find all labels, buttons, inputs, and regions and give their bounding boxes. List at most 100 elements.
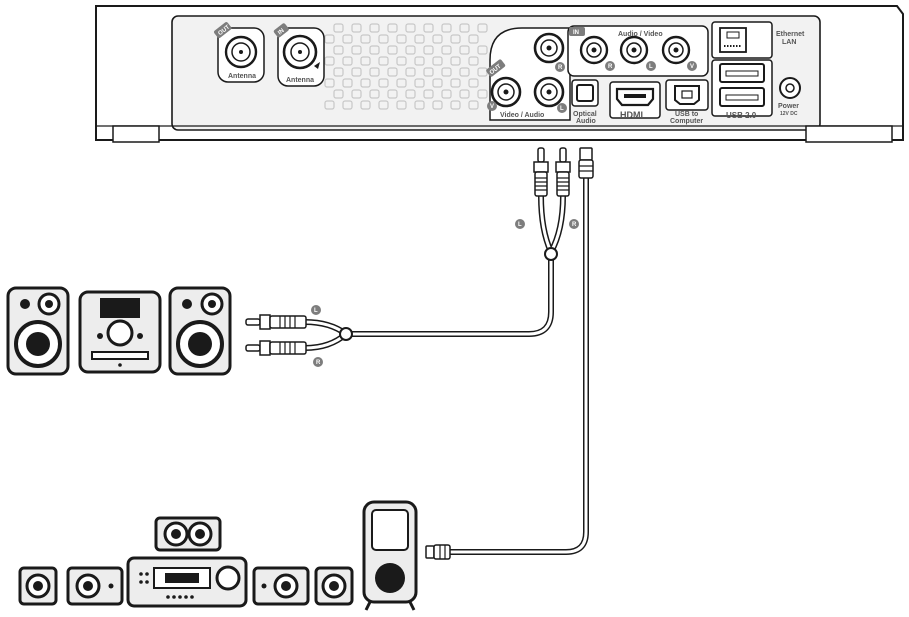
vent-slot [441,67,452,77]
vent-slot [441,23,452,33]
vent-slot [342,56,353,66]
vent-slot [432,78,443,88]
av-in-l-letter: L [649,64,653,70]
vent-slot [468,78,479,88]
av-out-left-jack [533,76,565,108]
vent-slot [396,100,407,110]
vent-slot [405,45,416,55]
top-right-plug-letter: R [572,222,577,228]
av-in-video-jack [661,35,691,65]
vent-slot [468,100,479,110]
vent-slot [468,34,479,44]
vent-slot [360,34,371,44]
vent-slot [432,100,443,110]
ethernet-port: Ethernet LAN [711,21,805,59]
vent-slot [450,100,461,110]
antenna-out-label: Antenna [228,73,256,80]
subwoofer [362,500,418,611]
rca-plug-left-top: L [245,305,321,330]
av-in-label: Audio / Video [618,31,663,38]
box-foot-right [805,125,893,143]
vent-slot [405,67,416,77]
vent-slot [324,34,335,44]
antenna-out-port: OUT Antenna [214,22,265,83]
vent-slot [387,45,398,55]
vent-slot [333,89,344,99]
stereo-system [6,286,232,376]
av-out-l-letter: L [560,106,564,112]
vent-slot [369,45,380,55]
surround-speaker-far-left [18,566,58,606]
optical-plug-bottom [425,544,451,560]
center-speaker [154,516,222,552]
vent-slot [342,100,353,110]
rca-plug-top-left: L [515,147,549,229]
vent-slot [324,100,335,110]
vent-slot [378,56,389,66]
power-port: Power 12V DC [778,77,801,117]
vent-slot [378,34,389,44]
surround-speaker-far-right [314,566,354,606]
vent-slot [351,45,362,55]
vent-slot [405,89,416,99]
antenna-symbol-icon [314,62,320,69]
optical-label-line1: Optical [573,111,597,118]
vent-slot [441,89,452,99]
cables [302,173,589,555]
vent-slot [423,23,434,33]
av-in-r-letter: R [608,64,613,70]
vent-slot [459,89,470,99]
av-out-ports: OUT V R L Video / Audio [486,27,571,121]
hdmi-label: HDMI [620,110,643,120]
vent-slot [423,67,434,77]
vent-slot [387,67,398,77]
vent-slot [387,23,398,33]
av-out-label: Video / Audio [500,112,544,119]
usb-computer-label-line1: USB to [675,111,698,118]
vent-slot [468,56,479,66]
av-in-right-jack [579,35,609,65]
cable-splitter-top [544,247,558,261]
usb-computer-label-line2: Computer [670,118,703,125]
vent-slot [414,78,425,88]
ethernet-label-line2: LAN [782,39,796,46]
vent-slot [378,100,389,110]
av-in-left-jack [619,35,649,65]
usb-computer-port: USB to Computer [665,79,709,125]
vent-slot [351,23,362,33]
optical-audio-port: Optical Audio [571,79,599,125]
cable-splitter-left [339,327,353,341]
ventilation-grille [324,23,488,110]
vent-slot [396,34,407,44]
av-receiver [126,556,248,608]
optical-cable [437,173,589,555]
ethernet-label-line1: Ethernet [776,31,805,38]
vent-slot [324,78,335,88]
vent-slot [324,56,335,66]
vent-slot [351,67,362,77]
vent-slot [459,23,470,33]
optical-label-line2: Audio [576,118,596,125]
av-out-r-letter: R [558,65,563,71]
vent-slot [387,89,398,99]
vent-slot [396,78,407,88]
vent-slot [405,23,416,33]
vent-slot [360,78,371,88]
vent-slot [450,78,461,88]
vent-slot [333,45,344,55]
vent-slot [423,89,434,99]
antenna-in-tag: IN [277,28,285,36]
vent-slot [396,56,407,66]
left-top-plug-letter: L [314,308,318,314]
stereo-speaker-left [6,286,70,376]
vent-slot [432,56,443,66]
hdmi-port: HDMI [609,81,661,120]
top-left-plug-letter: L [518,222,522,228]
av-in-tag: IN [573,30,579,36]
vent-slot [369,23,380,33]
vent-slot [414,56,425,66]
rca-plug-top-right: R [555,147,579,229]
vent-slot [360,100,371,110]
